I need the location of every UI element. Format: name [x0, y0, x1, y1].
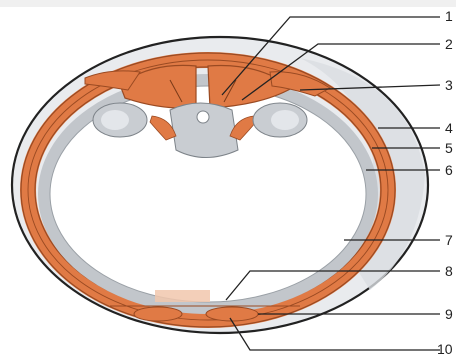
- label-4: 4: [445, 121, 453, 135]
- cropped-header-band: [0, 0, 456, 7]
- label-6: 6: [445, 163, 453, 177]
- front-sheath: [155, 290, 210, 302]
- front-muscle-right: [206, 307, 258, 321]
- label-5: 5: [445, 141, 453, 155]
- front-muscle-left: [134, 307, 182, 321]
- label-3: 3: [445, 78, 453, 92]
- spinal-canal: [197, 111, 209, 123]
- rib-marrow-left: [101, 110, 129, 130]
- label-9: 9: [445, 307, 453, 321]
- label-8: 8: [445, 264, 453, 278]
- label-10: 10: [437, 342, 453, 356]
- rib-marrow-right: [271, 110, 299, 130]
- label-7: 7: [445, 233, 453, 247]
- label-1: 1: [445, 9, 453, 23]
- label-2: 2: [445, 37, 453, 51]
